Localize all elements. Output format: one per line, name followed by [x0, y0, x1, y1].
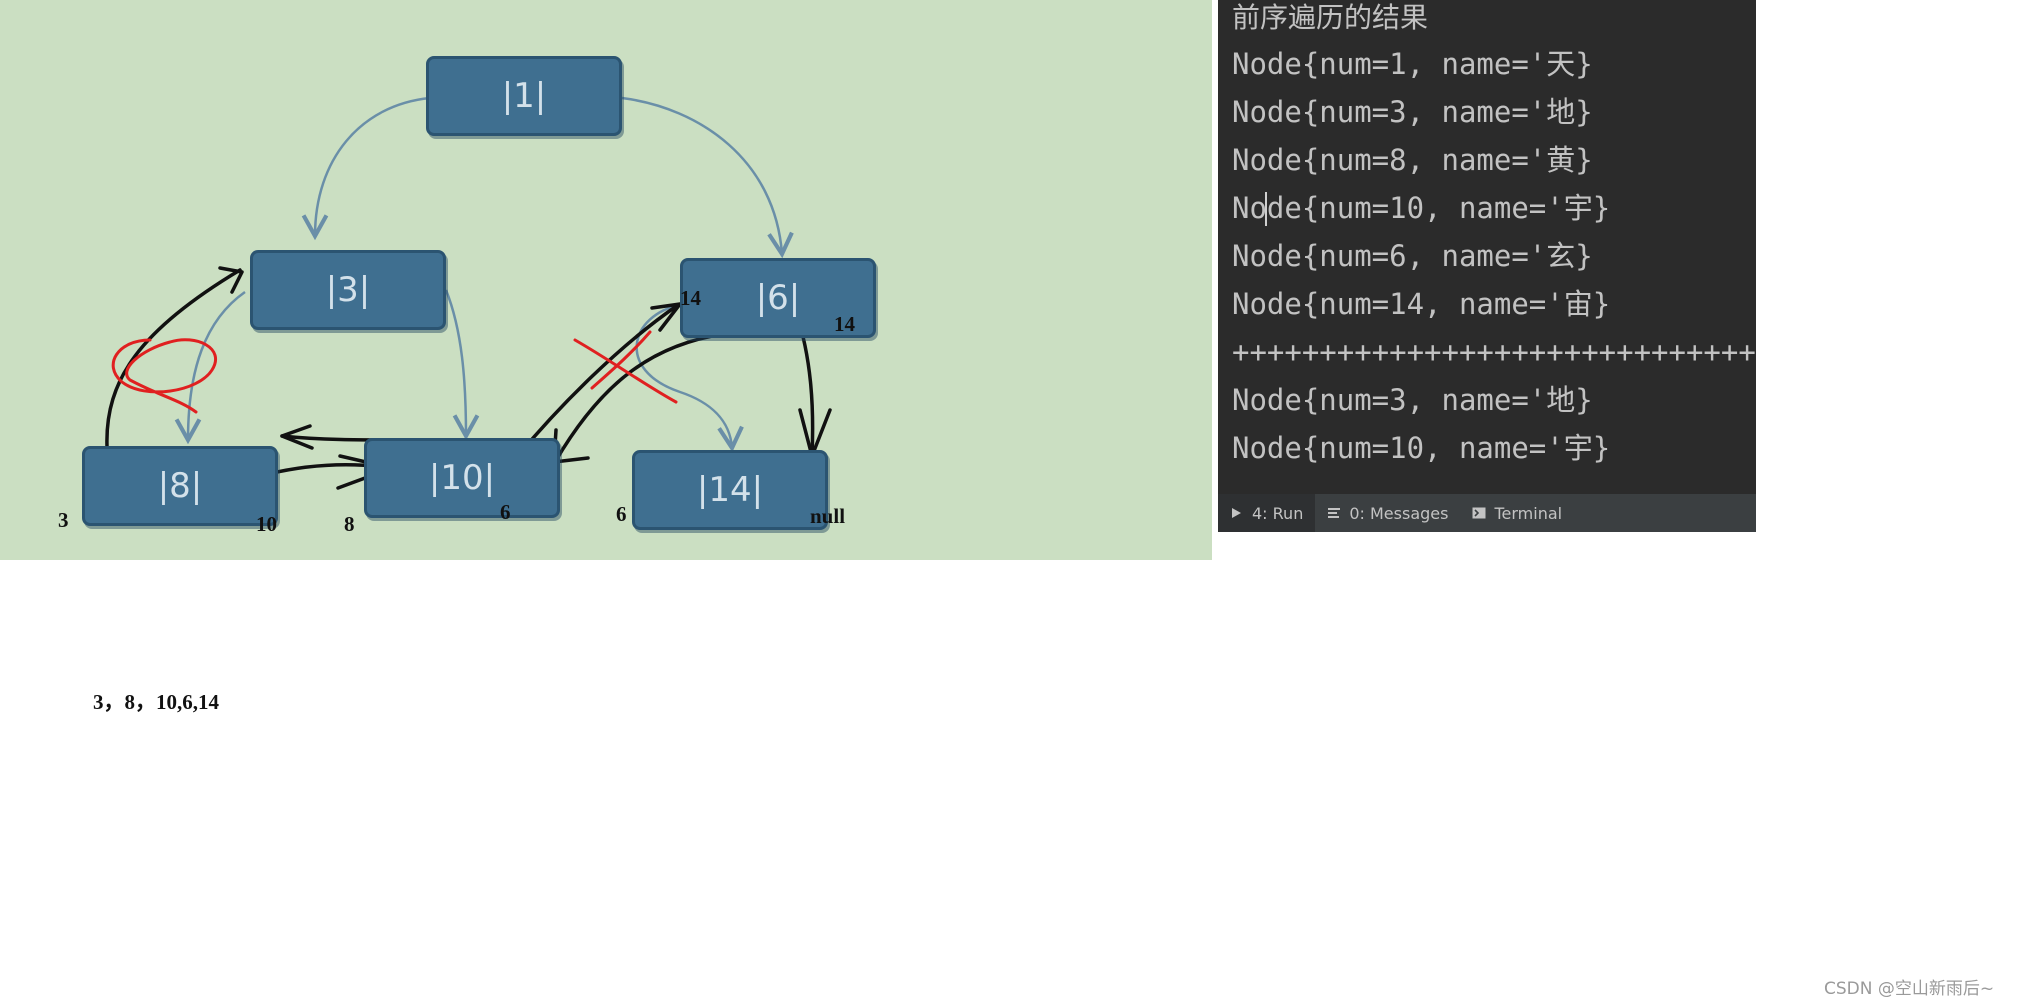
annotation-14-left-of-node-6: 14 — [680, 286, 701, 310]
red-cross-6-to-14-b — [590, 330, 652, 390]
console-line: Node{num=3, name='地} — [1232, 95, 1593, 129]
edge-6-to-14 — [635, 303, 744, 453]
edge-1-to-6 — [621, 96, 794, 259]
annotation-10-right-of-node-8: 10 — [256, 512, 277, 536]
ink-arrowhead-at-6 — [650, 302, 682, 332]
tab-terminal[interactable]: Terminal — [1460, 494, 1574, 532]
tree-node-1: |1| — [426, 56, 622, 136]
ink-arrow-10-to-6 — [514, 303, 680, 460]
run-icon — [1232, 508, 1241, 518]
annotation-null-right-of-node-14: null — [810, 504, 846, 528]
tab-messages-label: 0: Messages — [1349, 503, 1449, 523]
ink-arrowhead-at-8 — [280, 424, 314, 450]
terminal-icon — [1472, 507, 1486, 519]
tree-diagram-panel: |1| |3| |6| |8| |10| |14| 14 14 3 10 8 6… — [0, 0, 1212, 560]
messages-icon — [1328, 508, 1341, 518]
csdn-watermark: CSDN @空山新雨后~ — [1824, 979, 1995, 999]
tab-terminal-label: Terminal — [1494, 503, 1563, 523]
red-cross-6-to-14-a — [573, 338, 678, 404]
tree-node-8: |8| — [82, 446, 278, 526]
edge-3-to-8 — [174, 290, 246, 445]
tree-node-3: |3| — [250, 250, 446, 330]
edge-3-to-10 — [444, 289, 480, 441]
console-heading: 前序遍历的结果 — [1232, 1, 1429, 34]
tree-node-6: |6| — [680, 258, 876, 338]
console-line: Node{num=10, name='宇} — [1232, 431, 1611, 465]
annotation-3-left-of-node-8: 3 — [58, 508, 69, 532]
console-line: Node{num=10, name='宇} — [1232, 191, 1611, 225]
red-scribble-3-to-8 — [111, 338, 217, 414]
annotation-8-left-of-node-10: 8 — [344, 512, 355, 536]
console-line: Node{num=1, name='天} — [1232, 47, 1593, 81]
console-line: Node{num=8, name='黄} — [1232, 143, 1593, 177]
tree-node-10: |10| — [364, 438, 560, 518]
ink-arrow-8-to-3 — [105, 268, 242, 448]
traversal-order-note: 3，8，10,6,14 — [93, 690, 219, 714]
console-line: Node{num=6, name='玄} — [1232, 239, 1593, 273]
tab-run[interactable]: 4: Run — [1218, 494, 1316, 532]
tab-messages[interactable]: 0: Messages — [1315, 494, 1460, 532]
annotation-14-right-of-node-6: 14 — [834, 312, 855, 336]
tool-window-tab-bar: 4: Run 0: Messages Terminal — [1218, 494, 1756, 532]
console-line: Node{num=14, name='宙} — [1232, 287, 1611, 321]
run-console-output[interactable]: 前序遍历的结果 Node{num=1, name='天} Node{num=3,… — [1218, 0, 1756, 494]
edge-1-to-3 — [301, 96, 431, 241]
text-cursor — [1265, 192, 1267, 226]
tree-node-14: |14| — [632, 450, 828, 530]
annotation-6-left-of-node-14: 6 — [616, 502, 627, 526]
annotation-6-right-of-node-10: 6 — [500, 500, 511, 524]
console-line: Node{num=3, name='地} — [1232, 383, 1593, 417]
console-separator-line: ++++++++++++++++++++++++++++++++ — [1232, 335, 1756, 369]
ink-arrow-6-to-10 — [553, 332, 726, 464]
ink-arrowhead-at-3 — [218, 266, 244, 294]
tab-run-label: 4: Run — [1252, 503, 1304, 523]
